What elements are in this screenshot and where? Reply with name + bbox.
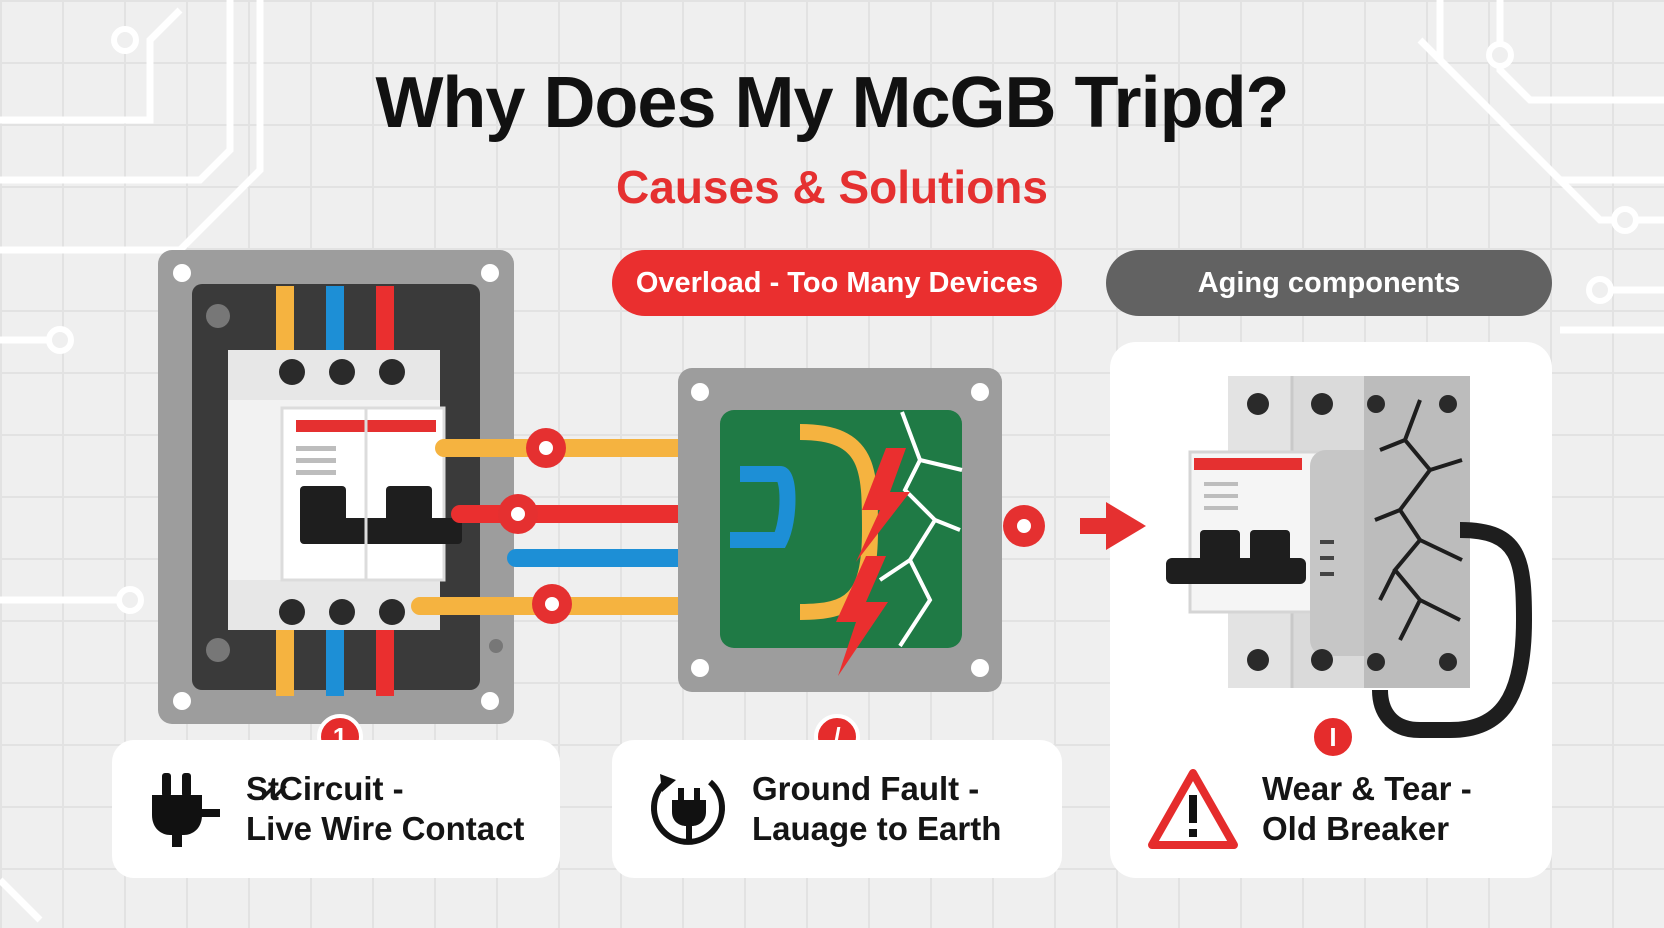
fault-junction-box [678,368,1002,692]
cause-3-title: Wear & Tear - [1262,770,1472,807]
wire-connection-nodes [498,428,572,624]
plug-circle-arrow-icon [651,774,725,845]
cause-card-ground-fault: Ground Fault - Lauage to Earth [612,740,1062,878]
page-title: Why Does My McGB Tripd? [375,63,1289,143]
cause-card-wear-and-tear: Wear & Tear - Old Breaker [1110,740,1552,878]
breaker-unit [228,350,462,630]
plug-icon [152,773,220,847]
cause-1-detail: Live Wire Contact [246,810,525,847]
cause-3-detail: Old Breaker [1262,810,1450,847]
cause-2-detail: Lauage to Earth [752,810,1002,847]
overload-label: Overload - Too Many Devices [612,250,1062,316]
cause-2-title: Ground Fault - [752,770,980,807]
cause-card-short-circuit: S̷t̷Circuit - Live Wire Contact [112,740,560,878]
cause-badge-3: I [1310,714,1356,760]
aging-label: Aging components [1106,250,1552,316]
arrow-right-icon [1080,502,1146,550]
warning-triangle-icon [1148,769,1238,849]
cause-1-title: S̷t̷Circuit - [246,770,404,807]
old-breaker [1166,376,1533,738]
page-subtitle: Causes & Solutions [616,161,1048,213]
